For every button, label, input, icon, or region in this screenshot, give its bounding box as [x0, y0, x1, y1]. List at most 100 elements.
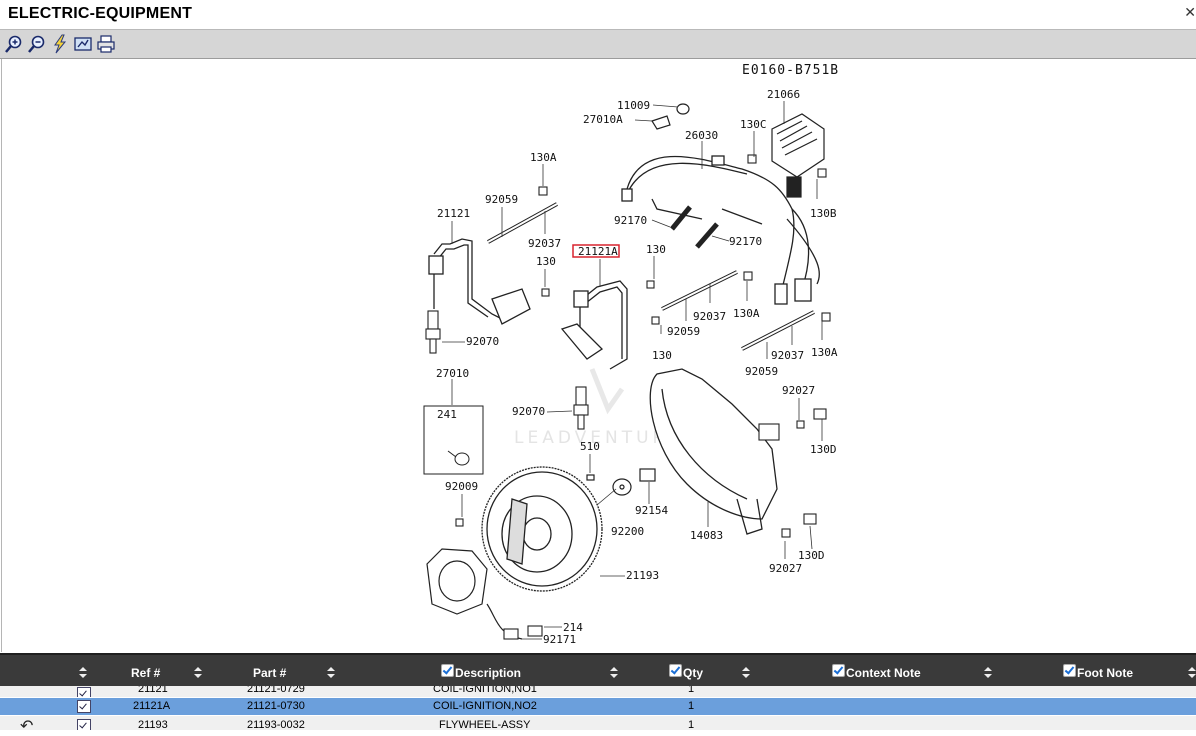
- leader-lines: [442, 101, 823, 640]
- column-header-ref[interactable]: Ref #: [131, 666, 161, 680]
- label-21121: 21121: [437, 207, 470, 220]
- cell-description: COIL-IGNITION,NO2: [433, 700, 537, 712]
- label-92059-3: 92059: [745, 365, 778, 378]
- row-check-icon[interactable]: [77, 687, 91, 697]
- cell-ref: 21121A: [133, 700, 171, 712]
- label-241: 241: [437, 408, 457, 421]
- qty-column-checkbox[interactable]: [669, 664, 682, 677]
- highlight-icon[interactable]: [50, 34, 70, 54]
- label-21193: 21193: [626, 569, 659, 582]
- regulator-part[interactable]: [771, 113, 825, 198]
- print-icon[interactable]: [96, 34, 116, 54]
- label-27010: 27010: [436, 367, 469, 380]
- label-130d-2: 130D: [798, 549, 825, 562]
- fit-icon[interactable]: [73, 34, 93, 54]
- column-header-context-note[interactable]: Context Note: [846, 666, 921, 680]
- label-92171: 92171: [543, 633, 576, 646]
- label-92170: 92170: [614, 214, 647, 227]
- spark-plug-2[interactable]: [573, 386, 589, 430]
- label-92037-3: 92037: [771, 349, 804, 362]
- sort-icon[interactable]: [984, 667, 992, 679]
- table-row[interactable]: 21121 21121-0729 COIL-IGNITION,NO1 1: [0, 686, 1196, 697]
- column-header-qty[interactable]: Qty: [683, 666, 704, 680]
- toolbar: [0, 30, 1196, 59]
- sort-icon[interactable]: [194, 667, 202, 679]
- cell-part: 21121-0729: [247, 686, 305, 695]
- ignition-coil-1[interactable]: [428, 238, 531, 325]
- label-21121a[interactable]: 21121A: [578, 245, 618, 258]
- diagram-code: E0160-B751B: [742, 63, 839, 78]
- back-arrow-icon[interactable]: ↶: [20, 718, 34, 735]
- stator-part[interactable]: [426, 548, 523, 640]
- grid-header: Ref # Part # Description Qty Context Not…: [0, 653, 1196, 688]
- watermark-logo: [589, 368, 625, 415]
- label-130d: 130D: [810, 443, 837, 456]
- label-92070: 92070: [466, 335, 499, 348]
- label-92037: 92037: [528, 237, 561, 250]
- label-92037-2: 92037: [693, 310, 726, 323]
- washer-part[interactable]: [586, 468, 656, 496]
- watermark-text: LEADVENTURE: [514, 428, 683, 448]
- sensor-box[interactable]: [423, 405, 484, 475]
- cell-description: FLYWHEEL-ASSY: [439, 719, 531, 730]
- label-26030: 26030: [685, 129, 718, 142]
- label-92027-2: 92027: [769, 562, 802, 575]
- label-92154: 92154: [635, 504, 668, 517]
- zoom-out-icon[interactable]: [27, 34, 47, 54]
- foot-note-column-checkbox[interactable]: [1063, 664, 1076, 677]
- cell-part: 21121-0730: [247, 700, 305, 712]
- parts-diagram[interactable]: E0160-B751B LEADVENTURE: [1, 59, 1196, 652]
- ignition-coil-2[interactable]: [560, 280, 628, 370]
- column-header-description[interactable]: Description: [455, 666, 522, 680]
- sort-icon[interactable]: [79, 667, 87, 679]
- highlight-box: [572, 244, 620, 258]
- cell-part: 21193-0032: [247, 719, 305, 730]
- label-11009: 11009: [617, 99, 650, 112]
- zoom-in-icon[interactable]: [4, 34, 24, 54]
- description-column-checkbox[interactable]: [441, 664, 454, 677]
- cover-part[interactable]: [649, 368, 778, 535]
- label-130a: 130A: [530, 151, 557, 164]
- flywheel-part[interactable]: [481, 466, 603, 592]
- label-92200: 92200: [611, 525, 644, 538]
- label-130a-3: 130A: [811, 346, 838, 359]
- small-bolts: [455, 408, 827, 640]
- wire-harness[interactable]: [621, 155, 820, 305]
- label-92059: 92059: [485, 193, 518, 206]
- cell-ref: 21193: [138, 719, 168, 730]
- column-header-part[interactable]: Part #: [253, 666, 287, 680]
- part-labels: 11009 27010A 21066 26030 130C 130A 92059…: [436, 88, 838, 646]
- context-note-column-checkbox[interactable]: [832, 664, 845, 677]
- column-header-foot-note[interactable]: Foot Note: [1077, 666, 1133, 680]
- table-row[interactable]: 21193 21193-0032 FLYWHEEL-ASSY 1: [0, 716, 1196, 730]
- cell-description: COIL-IGNITION,NO1: [433, 686, 537, 695]
- label-510: 510: [580, 440, 600, 453]
- label-130a-2: 130A: [733, 307, 760, 320]
- close-icon[interactable]: ✕: [1184, 4, 1196, 20]
- label-130: 130: [536, 255, 556, 268]
- cell-ref: 21121: [138, 686, 168, 695]
- label-130c: 130C: [740, 118, 767, 131]
- row-check-icon[interactable]: [77, 719, 91, 730]
- row-check-icon[interactable]: [77, 700, 91, 713]
- bolts-and-rods: [487, 154, 831, 351]
- sort-icon[interactable]: [1188, 667, 1196, 679]
- label-92009: 92009: [445, 480, 478, 493]
- label-92170-2: 92170: [729, 235, 762, 248]
- label-21066: 21066: [767, 88, 800, 101]
- label-92059-2: 92059: [667, 325, 700, 338]
- sort-icon[interactable]: [742, 667, 750, 679]
- oil-sensor-part[interactable]: [651, 103, 690, 130]
- label-130-2: 130: [646, 243, 666, 256]
- label-130-3: 130: [652, 349, 672, 362]
- label-92070-2: 92070: [512, 405, 545, 418]
- window-title: ELECTRIC-EQUIPMENT: [8, 5, 193, 22]
- cell-qty: 1: [688, 700, 695, 712]
- sort-icon[interactable]: [610, 667, 618, 679]
- spark-plug-1[interactable]: [425, 310, 441, 354]
- sort-icon[interactable]: [327, 667, 335, 679]
- table-row-selected[interactable]: 21121A 21121-0730 COIL-IGNITION,NO2 1: [0, 698, 1196, 715]
- label-214: 214: [563, 621, 583, 634]
- label-14083: 14083: [690, 529, 723, 542]
- label-92027: 92027: [782, 384, 815, 397]
